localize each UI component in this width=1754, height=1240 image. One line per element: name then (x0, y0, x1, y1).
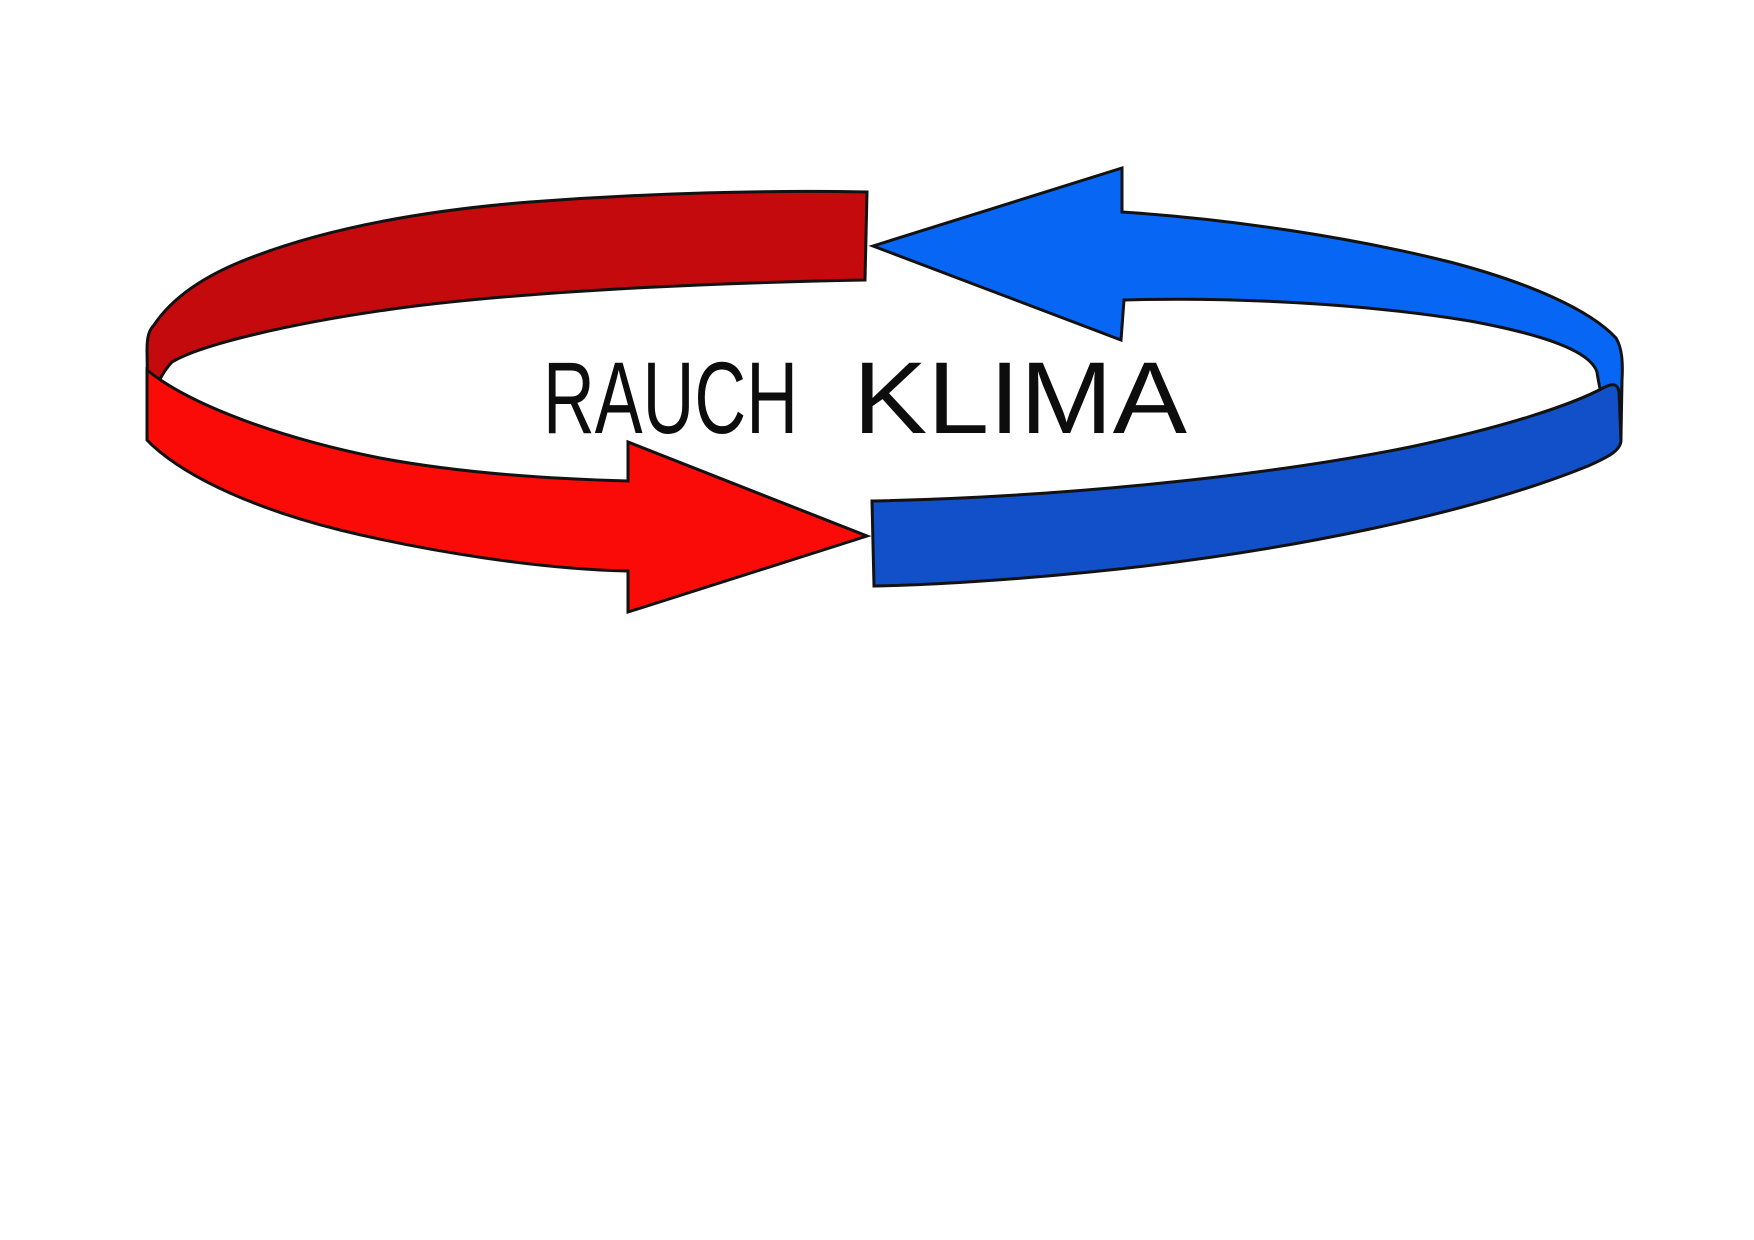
blue-cycle-arrow (868, 165, 1624, 441)
red-back-ribbon (145, 189, 869, 427)
logo-text-rauch: RAUCH (543, 341, 798, 455)
logo-text-klima: KLIMA (853, 341, 1187, 455)
blue-front-ribbon (870, 383, 1623, 588)
red-cycle-arrow (145, 366, 872, 615)
